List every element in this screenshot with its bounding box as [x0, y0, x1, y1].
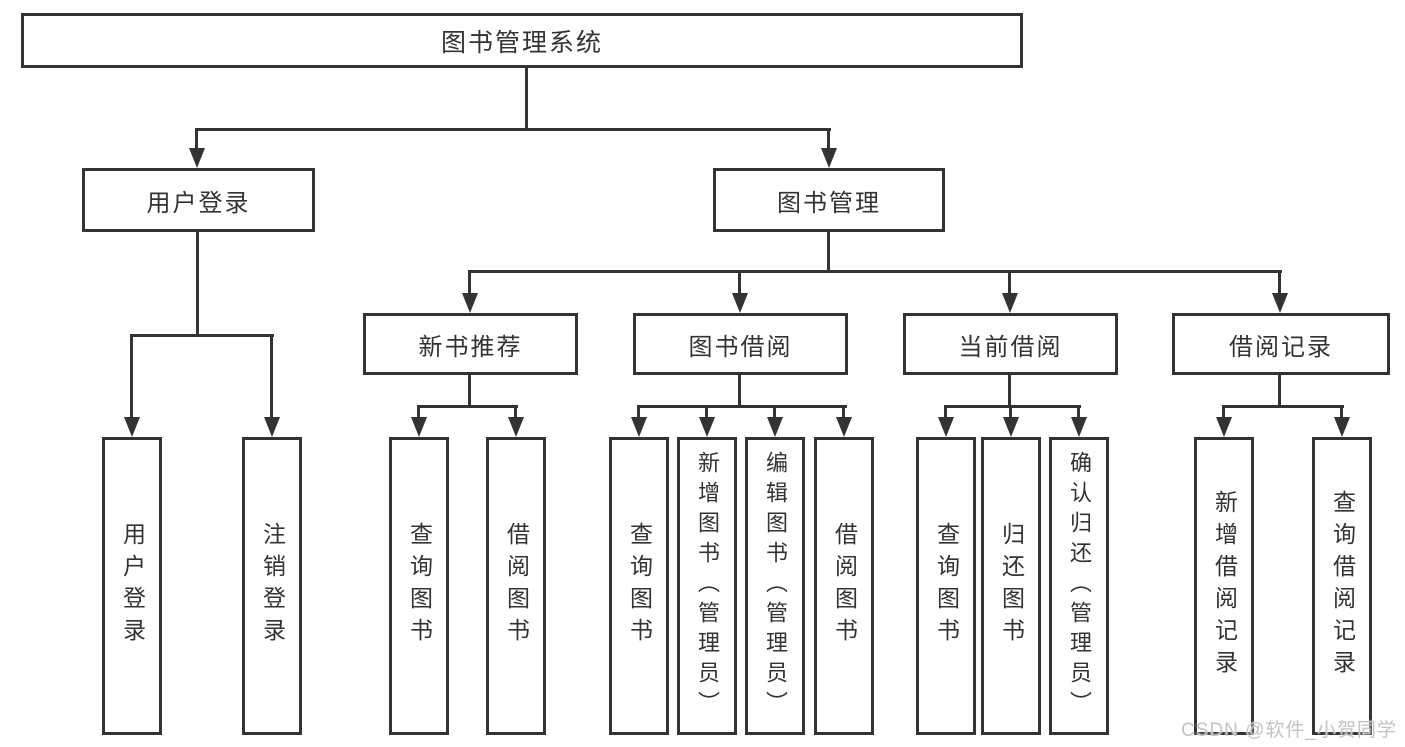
node-borrow-records: 借阅记录 — [1172, 313, 1390, 375]
arrow-down-icon — [938, 417, 954, 437]
arrow-down-icon — [1003, 417, 1019, 437]
node-label: 借阅记录 — [1229, 333, 1333, 361]
arrow-down-icon — [699, 417, 715, 437]
arrow-down-icon — [821, 148, 837, 168]
arrow-down-icon — [1071, 417, 1087, 437]
arrow-down-icon — [1216, 417, 1232, 437]
connector-line — [1340, 405, 1343, 419]
connector-line — [270, 334, 273, 419]
connector-line — [468, 270, 471, 295]
leaf-label: 查询图书 — [406, 522, 433, 650]
leaf-label: 编辑图书（管理员） — [763, 451, 788, 721]
watermark: CSDN @软件_小贺同学 — [1181, 720, 1397, 741]
arrow-down-icon — [189, 148, 205, 168]
connector-line — [1278, 375, 1281, 408]
leaf-label: 查询图书 — [933, 522, 960, 650]
arrow-down-icon — [1272, 293, 1288, 313]
connector-line — [1008, 270, 1011, 295]
connector-line — [1008, 375, 1011, 408]
leaf-borrow-book: 借阅图书 — [814, 437, 874, 735]
leaf-label: 借阅图书 — [503, 522, 530, 650]
arrow-down-icon — [767, 417, 783, 437]
connector-line — [417, 405, 518, 408]
connector-line — [196, 232, 199, 337]
connector-line — [1222, 405, 1344, 408]
leaf-return-book: 归还图书 — [981, 437, 1041, 735]
node-new-book-recommend: 新书推荐 — [363, 313, 578, 375]
arrow-down-icon — [732, 293, 748, 313]
connector-line — [827, 232, 830, 273]
connector-line — [1222, 405, 1225, 419]
arrow-down-icon — [264, 417, 280, 437]
leaf-label: 用户登录 — [119, 522, 146, 650]
node-library-system: 图书管理系统 — [21, 13, 1023, 68]
node-current-borrow: 当前借阅 — [903, 313, 1118, 375]
leaf-label: 确认归还（管理员） — [1067, 451, 1092, 721]
connector-line — [637, 405, 847, 408]
node-label: 用户登录 — [146, 189, 251, 217]
leaf-label: 新增图书（管理员） — [695, 451, 720, 721]
leaf-add-borrow-record: 新增借阅记录 — [1194, 437, 1254, 735]
connector-line — [637, 405, 640, 419]
connector-line — [944, 405, 1081, 408]
leaf-borrow-book-recommend: 借阅图书 — [486, 437, 546, 735]
leaf-label: 注销登录 — [259, 522, 286, 650]
node-book-management: 图书管理 — [713, 168, 945, 232]
connector-line — [773, 405, 776, 419]
connector-line — [738, 270, 741, 295]
leaf-label: 借阅图书 — [831, 522, 858, 650]
arrow-down-icon — [462, 293, 478, 313]
connector-line — [1077, 405, 1080, 419]
arrow-down-icon — [124, 417, 140, 437]
node-label: 当前借阅 — [958, 333, 1063, 361]
leaf-logout: 注销登录 — [242, 437, 302, 735]
connector-line — [1009, 405, 1012, 419]
leaf-query-book-borrow: 查询图书 — [609, 437, 669, 735]
node-label: 图书管理系统 — [440, 28, 603, 57]
leaf-query-book-current: 查询图书 — [916, 437, 976, 735]
connector-line — [468, 270, 1282, 273]
node-label: 图书管理 — [777, 189, 881, 217]
leaf-confirm-return-admin: 确认归还（管理员） — [1049, 437, 1109, 735]
leaf-query-book-recommend: 查询图书 — [389, 437, 449, 735]
leaf-label: 查询图书 — [626, 522, 653, 650]
leaf-edit-book-admin: 编辑图书（管理员） — [745, 437, 805, 735]
leaf-add-book-admin: 新增图书（管理员） — [677, 437, 737, 735]
leaf-label: 查询借阅记录 — [1329, 490, 1356, 682]
connector-line — [525, 68, 528, 130]
connector-line — [738, 375, 741, 408]
leaf-label: 归还图书 — [998, 522, 1025, 650]
leaf-user-login: 用户登录 — [102, 437, 162, 735]
connector-line — [196, 128, 831, 131]
node-label: 新书推荐 — [418, 333, 523, 361]
leaf-query-borrow-record: 查询借阅记录 — [1312, 437, 1372, 735]
connector-line — [827, 128, 830, 150]
connector-line — [944, 405, 947, 419]
node-label: 图书借阅 — [688, 333, 793, 361]
connector-line — [1278, 270, 1281, 295]
connector-line — [195, 128, 198, 150]
arrow-down-icon — [508, 417, 524, 437]
leaf-label: 新增借阅记录 — [1211, 490, 1238, 682]
node-user-login: 用户登录 — [82, 168, 315, 232]
connector-line — [468, 375, 471, 408]
connector-line — [130, 334, 274, 337]
arrow-down-icon — [631, 417, 647, 437]
connector-line — [705, 405, 708, 419]
node-book-borrow: 图书借阅 — [633, 313, 848, 375]
connector-line — [514, 405, 517, 419]
connector-line — [417, 405, 420, 419]
arrow-down-icon — [1002, 293, 1018, 313]
connector-line — [842, 405, 845, 419]
arrow-down-icon — [836, 417, 852, 437]
arrow-down-icon — [1334, 417, 1350, 437]
arrow-down-icon — [411, 417, 427, 437]
connector-line — [130, 334, 133, 419]
